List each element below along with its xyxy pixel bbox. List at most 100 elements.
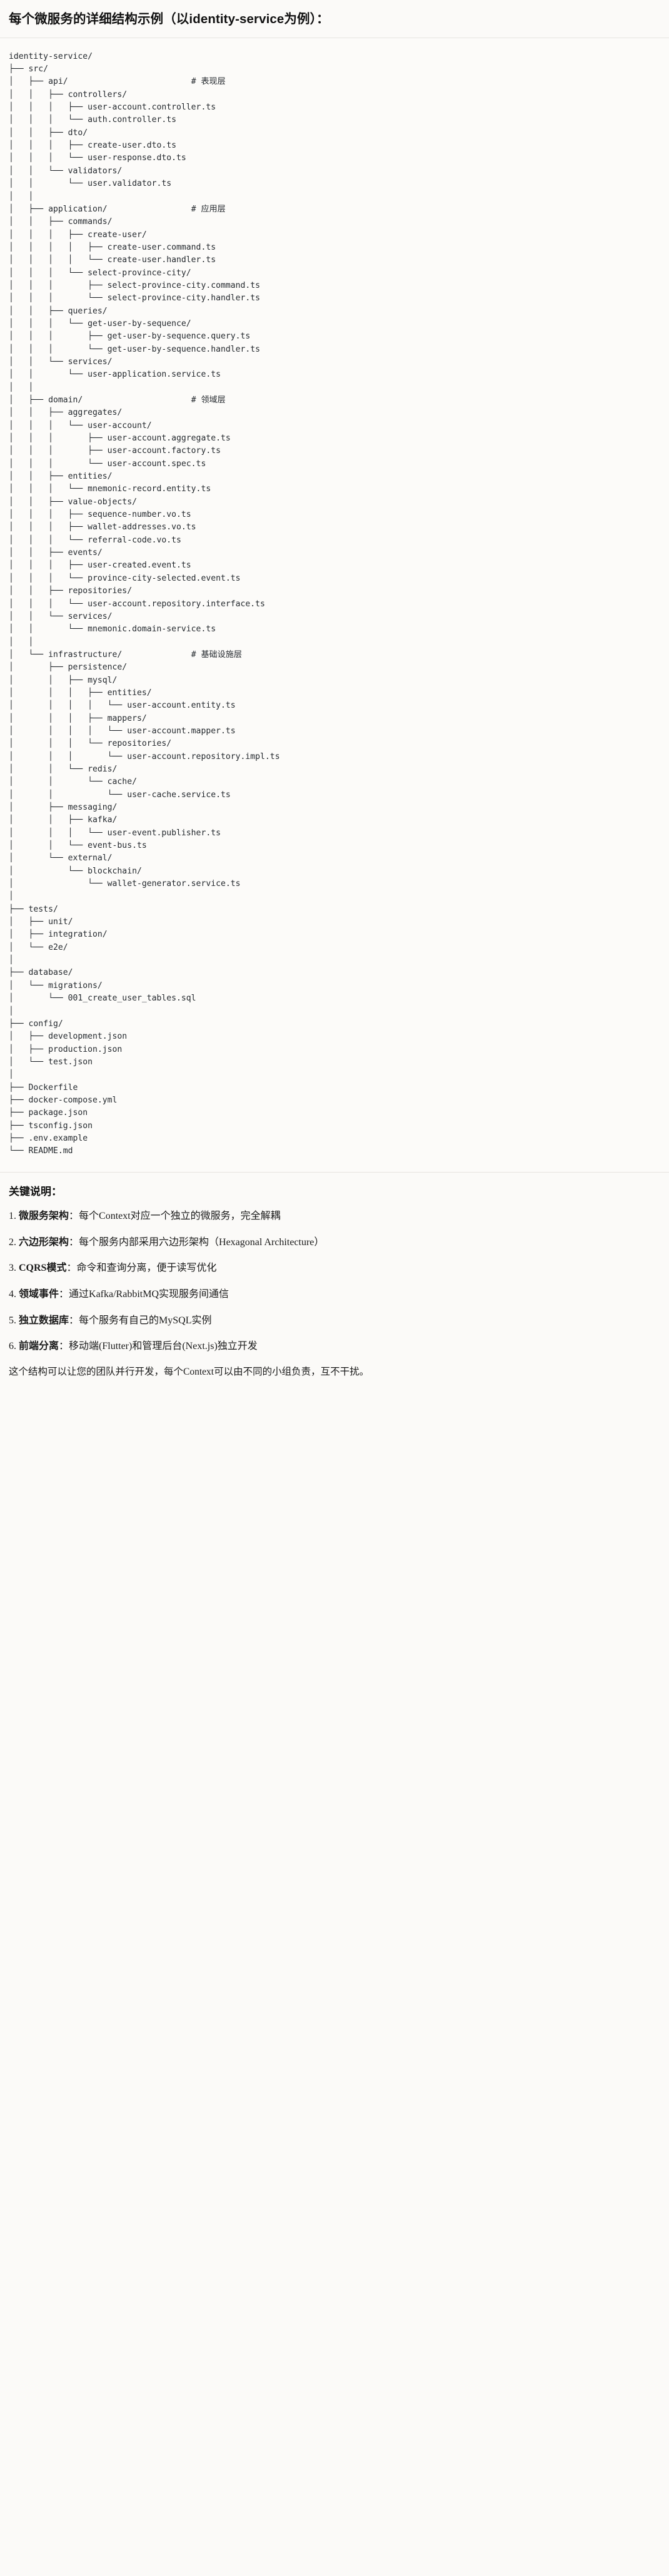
tree-line: │ │ └── services/ <box>9 612 113 621</box>
directory-tree-code-block: identity-service/ ├── src/ │ ├── api/ # … <box>0 38 669 1172</box>
tree-line: │ │ ├── repositories/ <box>9 586 132 596</box>
tree-line-path: │ │ │ ├── get-user-by-sequence.query.ts <box>9 332 251 342</box>
tree-line-path: │ │ │ └── user-account.repository.impl.t… <box>9 751 280 761</box>
tree-line: │ ├── integration/ <box>9 930 108 939</box>
tree-line-gap <box>83 395 191 405</box>
key-points-title: 关键说明： <box>9 1185 62 1198</box>
tree-line-path: │ │ │ └── user-account.spec.ts <box>9 459 206 469</box>
divider-bottom <box>0 1171 669 1173</box>
tree-line-path: │ │ ├── repositories/ <box>9 586 133 596</box>
tree-line-path: │ │ ├── aggregates/ <box>9 408 123 418</box>
tree-line-path: │ │ │ └── select-province-city.handler.t… <box>9 293 261 303</box>
tree-line: │ │ │ ├── create-user/ <box>9 230 147 240</box>
page-root: 每个微服务的详细结构示例（以identity-service为例）： ident… <box>0 0 669 1396</box>
tree-line-path: │ │ │ └── user-account/ <box>9 420 152 430</box>
tree-line: │ │ │ └── user-account.repository.impl.t… <box>9 752 280 761</box>
key-point-label: 六边形架构 <box>19 1236 69 1248</box>
tree-line-path: │ │ └── services/ <box>9 357 113 367</box>
key-point-label: 领域事件 <box>19 1288 59 1300</box>
tree-line-path: │ <box>9 1006 14 1016</box>
tree-line-gap <box>108 205 191 214</box>
tree-line: │ │ │ └── user-response.dto.ts <box>9 153 186 163</box>
tree-line-path: ├── package.json <box>9 1108 88 1118</box>
tree-line-path: │ │ └── event-bus.ts <box>9 841 147 851</box>
tree-line-path: │ │ └── user-application.service.ts <box>9 370 221 380</box>
tree-line-path: └── README.md <box>9 1146 73 1156</box>
tree-line-path: │ │ ├── events/ <box>9 548 103 558</box>
tree-line-path: │ ├── messaging/ <box>9 803 118 812</box>
tree-line: │ │ │ │ ├── create-user.command.ts <box>9 243 216 252</box>
tree-line: │ │ │ │ └── create-user.handler.ts <box>9 255 216 265</box>
key-point-body: ：命令和查询分离，便于读写优化 <box>66 1263 217 1274</box>
tree-line-path: │ │ │ └── referral-code.vo.ts <box>9 535 181 545</box>
tree-line-path: │ └── e2e/ <box>9 942 68 952</box>
tree-line: │ │ │ ├── wallet-addresses.vo.ts <box>9 522 196 532</box>
tree-line: │ │ │ └── auth.controller.ts <box>9 115 176 125</box>
tree-line: │ ├── unit/ <box>9 917 73 927</box>
tree-line: │ │ │ ├── sequence-number.vo.ts <box>9 510 191 519</box>
tree-line-path: │ │ ├── mysql/ <box>9 675 118 685</box>
tree-line: │ └── migrations/ <box>9 981 103 990</box>
tree-line-path: │ │ ├── commands/ <box>9 217 113 227</box>
tree-line: │ ├── development.json <box>9 1032 127 1041</box>
key-points-section: 关键说明： 微服务架构：每个Context对应一个独立的微服务，完全解耦六边形架… <box>0 1173 669 1397</box>
tree-line-path: │ │ │ ├── user-account.factory.ts <box>9 446 221 456</box>
tree-line-path: │ ├── development.json <box>9 1032 128 1042</box>
tree-line: │ │ │ └── get-user-by-sequence.handler.t… <box>9 345 260 354</box>
key-points-footer: 这个结构可以让您的团队并行开发，每个Context可以由不同的小组负责，互不干扰… <box>9 1366 370 1377</box>
tree-line-path: │ ├── application/ <box>9 204 108 214</box>
tree-line-path: │ │ <box>9 637 34 647</box>
tree-line: │ │ <box>9 383 33 392</box>
tree-line-path: │ │ ├── dto/ <box>9 128 88 138</box>
tree-line: │ <box>9 955 14 965</box>
tree-line: │ <box>9 892 14 901</box>
tree-line-path: │ │ │ └── mnemonic-record.entity.ts <box>9 484 211 494</box>
tree-line-path: │ │ └── cache/ <box>9 777 137 787</box>
tree-line-path: │ ├── api/ <box>9 77 68 87</box>
tree-line: │ │ └── user.validator.ts <box>9 179 171 188</box>
tree-line: │ └── 001_create_user_tables.sql <box>9 994 196 1003</box>
tree-line: │ │ │ └── referral-code.vo.ts <box>9 536 181 545</box>
tree-line: │ │ │ ├── entities/ <box>9 688 152 698</box>
tree-line: │ └── blockchain/ <box>9 867 142 876</box>
tree-line-path: │ ├── integration/ <box>9 930 108 940</box>
tree-line: │ │ │ │ └── user-account.mapper.ts <box>9 726 236 736</box>
tree-line: │ │ ├── events/ <box>9 548 103 557</box>
tree-line: │ │ │ └── select-province-city/ <box>9 268 191 278</box>
tree-line-path: │ │ <box>9 382 34 392</box>
tree-line: │ └── infrastructure/ # 基础设施层 <box>9 650 242 659</box>
tree-line-path: │ │ │ └── repositories/ <box>9 739 172 749</box>
tree-line-path: ├── tsconfig.json <box>9 1121 93 1131</box>
tree-line: │ │ │ ├── get-user-by-sequence.query.ts <box>9 332 250 341</box>
tree-line: │ │ ├── aggregates/ <box>9 408 122 417</box>
tree-line: │ │ ├── value-objects/ <box>9 497 137 507</box>
key-point-body: ：移动端(Flutter)和管理后台(Next.js)独立开发 <box>59 1341 258 1352</box>
tree-line-path: │ │ └── validators/ <box>9 166 123 176</box>
tree-line-path: │ ├── production.json <box>9 1044 123 1054</box>
tree-line-path: │ │ │ ├── user-account.controller.ts <box>9 103 216 113</box>
tree-line-path: ├── docker-compose.yml <box>9 1095 118 1105</box>
tree-line-path: │ │ └── redis/ <box>9 764 118 774</box>
tree-line-path: │ │ ├── kafka/ <box>9 815 118 825</box>
tree-line: │ │ ├── controllers/ <box>9 90 127 99</box>
tree-line-path: │ │ ├── entities/ <box>9 472 113 482</box>
tree-line-path: │ └── external/ <box>9 853 113 863</box>
page-title: 每个微服务的详细结构示例（以identity-service为例）： <box>9 12 329 26</box>
tree-line-path: │ │ │ ├── wallet-addresses.vo.ts <box>9 522 196 532</box>
tree-line: │ └── external/ <box>9 853 113 863</box>
tree-line: │ │ │ ├── user-account.aggregate.ts <box>9 434 231 443</box>
tree-line: │ │ │ ├── select-province-city.command.t… <box>9 281 260 290</box>
tree-line-comment: # 表现层 <box>191 77 226 87</box>
tree-line: │ │ └── event-bus.ts <box>9 841 147 850</box>
key-point-item: 独立数据库：每个服务有自己的MySQL实例 <box>9 1313 660 1329</box>
tree-line-path: │ <box>9 1070 14 1080</box>
tree-line: │ │ │ ├── user-account.factory.ts <box>9 446 221 456</box>
tree-line-path: ├── src/ <box>9 64 49 74</box>
tree-line: │ │ ├── commands/ <box>9 217 113 227</box>
tree-line-path: │ ├── unit/ <box>9 917 73 927</box>
tree-line-path: ├── .env.example <box>9 1133 88 1143</box>
tree-line: │ │ │ └── user-account/ <box>9 421 152 430</box>
tree-line-path: │ │ ├── value-objects/ <box>9 497 137 507</box>
tree-line-path: │ │ │ └── province-city-selected.event.t… <box>9 573 241 583</box>
tree-line: │ │ └── validators/ <box>9 166 122 176</box>
